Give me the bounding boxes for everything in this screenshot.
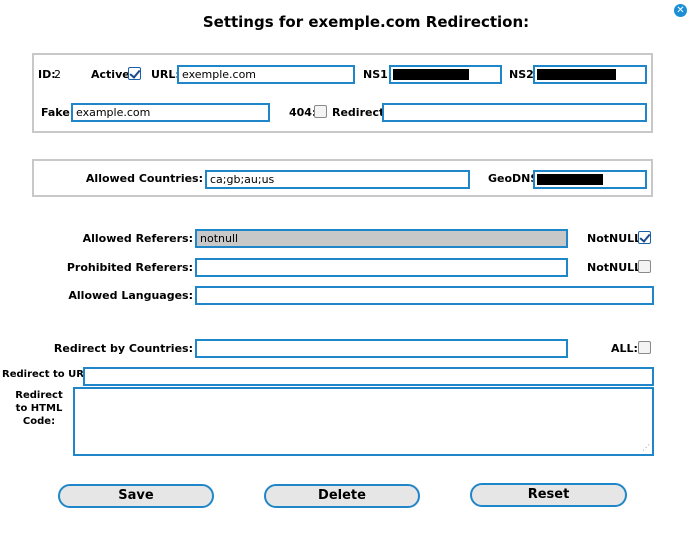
- redirect-to-url-input[interactable]: [83, 367, 654, 386]
- allowed-countries-input[interactable]: ca;gb;au;us: [205, 170, 470, 189]
- geodns-label: GeoDNS:: [488, 172, 543, 185]
- redirect-label: Redirect:: [332, 106, 389, 119]
- active-label: Active:: [91, 68, 135, 81]
- reset-button[interactable]: Reset: [470, 483, 627, 507]
- resize-grip-icon[interactable]: ⋰: [642, 443, 650, 452]
- url-input[interactable]: exemple.com: [177, 65, 355, 84]
- redirect-to-html-textarea[interactable]: ⋰: [73, 387, 654, 456]
- url-label: URL:: [151, 68, 180, 81]
- allowed-languages-label: Allowed Languages:: [68, 289, 193, 302]
- redirect-input[interactable]: [382, 103, 647, 122]
- geo-panel: [32, 159, 653, 197]
- allowed-countries-label: Allowed Countries:: [85, 172, 203, 185]
- active-checkbox[interactable]: [128, 67, 141, 80]
- save-button[interactable]: Save: [58, 484, 214, 508]
- close-icon[interactable]: ✕: [674, 4, 687, 17]
- general-panel: [32, 53, 653, 133]
- 404-checkbox[interactable]: [314, 105, 327, 118]
- prohibited-notnull-checkbox[interactable]: [638, 260, 651, 273]
- geodns-masked-value: [537, 174, 603, 185]
- id-value: 2: [54, 68, 61, 81]
- ns1-input[interactable]: [389, 65, 502, 84]
- ns2-input[interactable]: [533, 65, 647, 84]
- fake-input[interactable]: example.com: [71, 103, 270, 122]
- ns1-masked-value: [393, 69, 469, 80]
- 404-label: 404:: [289, 106, 317, 119]
- allowed-referers-input[interactable]: notnull: [195, 229, 568, 248]
- prohibited-referers-label: Prohibited Referers:: [66, 261, 193, 274]
- all-checkbox[interactable]: [638, 341, 651, 354]
- allowed-notnull-label: NotNULL:: [587, 232, 646, 245]
- delete-button[interactable]: Delete: [264, 484, 420, 508]
- ns2-label: NS2:: [509, 68, 539, 81]
- redirect-to-html-label: Redirect to HTML Code:: [15, 390, 63, 427]
- allowed-notnull-checkbox[interactable]: [638, 231, 651, 244]
- ns1-label: NS1:: [363, 68, 393, 81]
- geodns-input[interactable]: [533, 170, 647, 189]
- prohibited-referers-input[interactable]: [195, 258, 568, 277]
- redirect-by-countries-input[interactable]: [195, 339, 568, 358]
- redirect-by-countries-label: Redirect by Countries:: [53, 342, 193, 355]
- allowed-referers-label: Allowed Referers:: [82, 232, 193, 245]
- fake-label: Fake:: [41, 106, 75, 119]
- redirect-to-url-label: Redirect to URL:: [2, 369, 95, 380]
- all-label: ALL:: [611, 342, 638, 355]
- dialog-title: Settings for exemple.com Redirection:: [202, 13, 530, 31]
- id-label: ID:: [38, 68, 56, 81]
- allowed-languages-input[interactable]: [195, 286, 654, 305]
- ns2-masked-value: [537, 69, 616, 80]
- prohibited-notnull-label: NotNULL:: [587, 261, 646, 274]
